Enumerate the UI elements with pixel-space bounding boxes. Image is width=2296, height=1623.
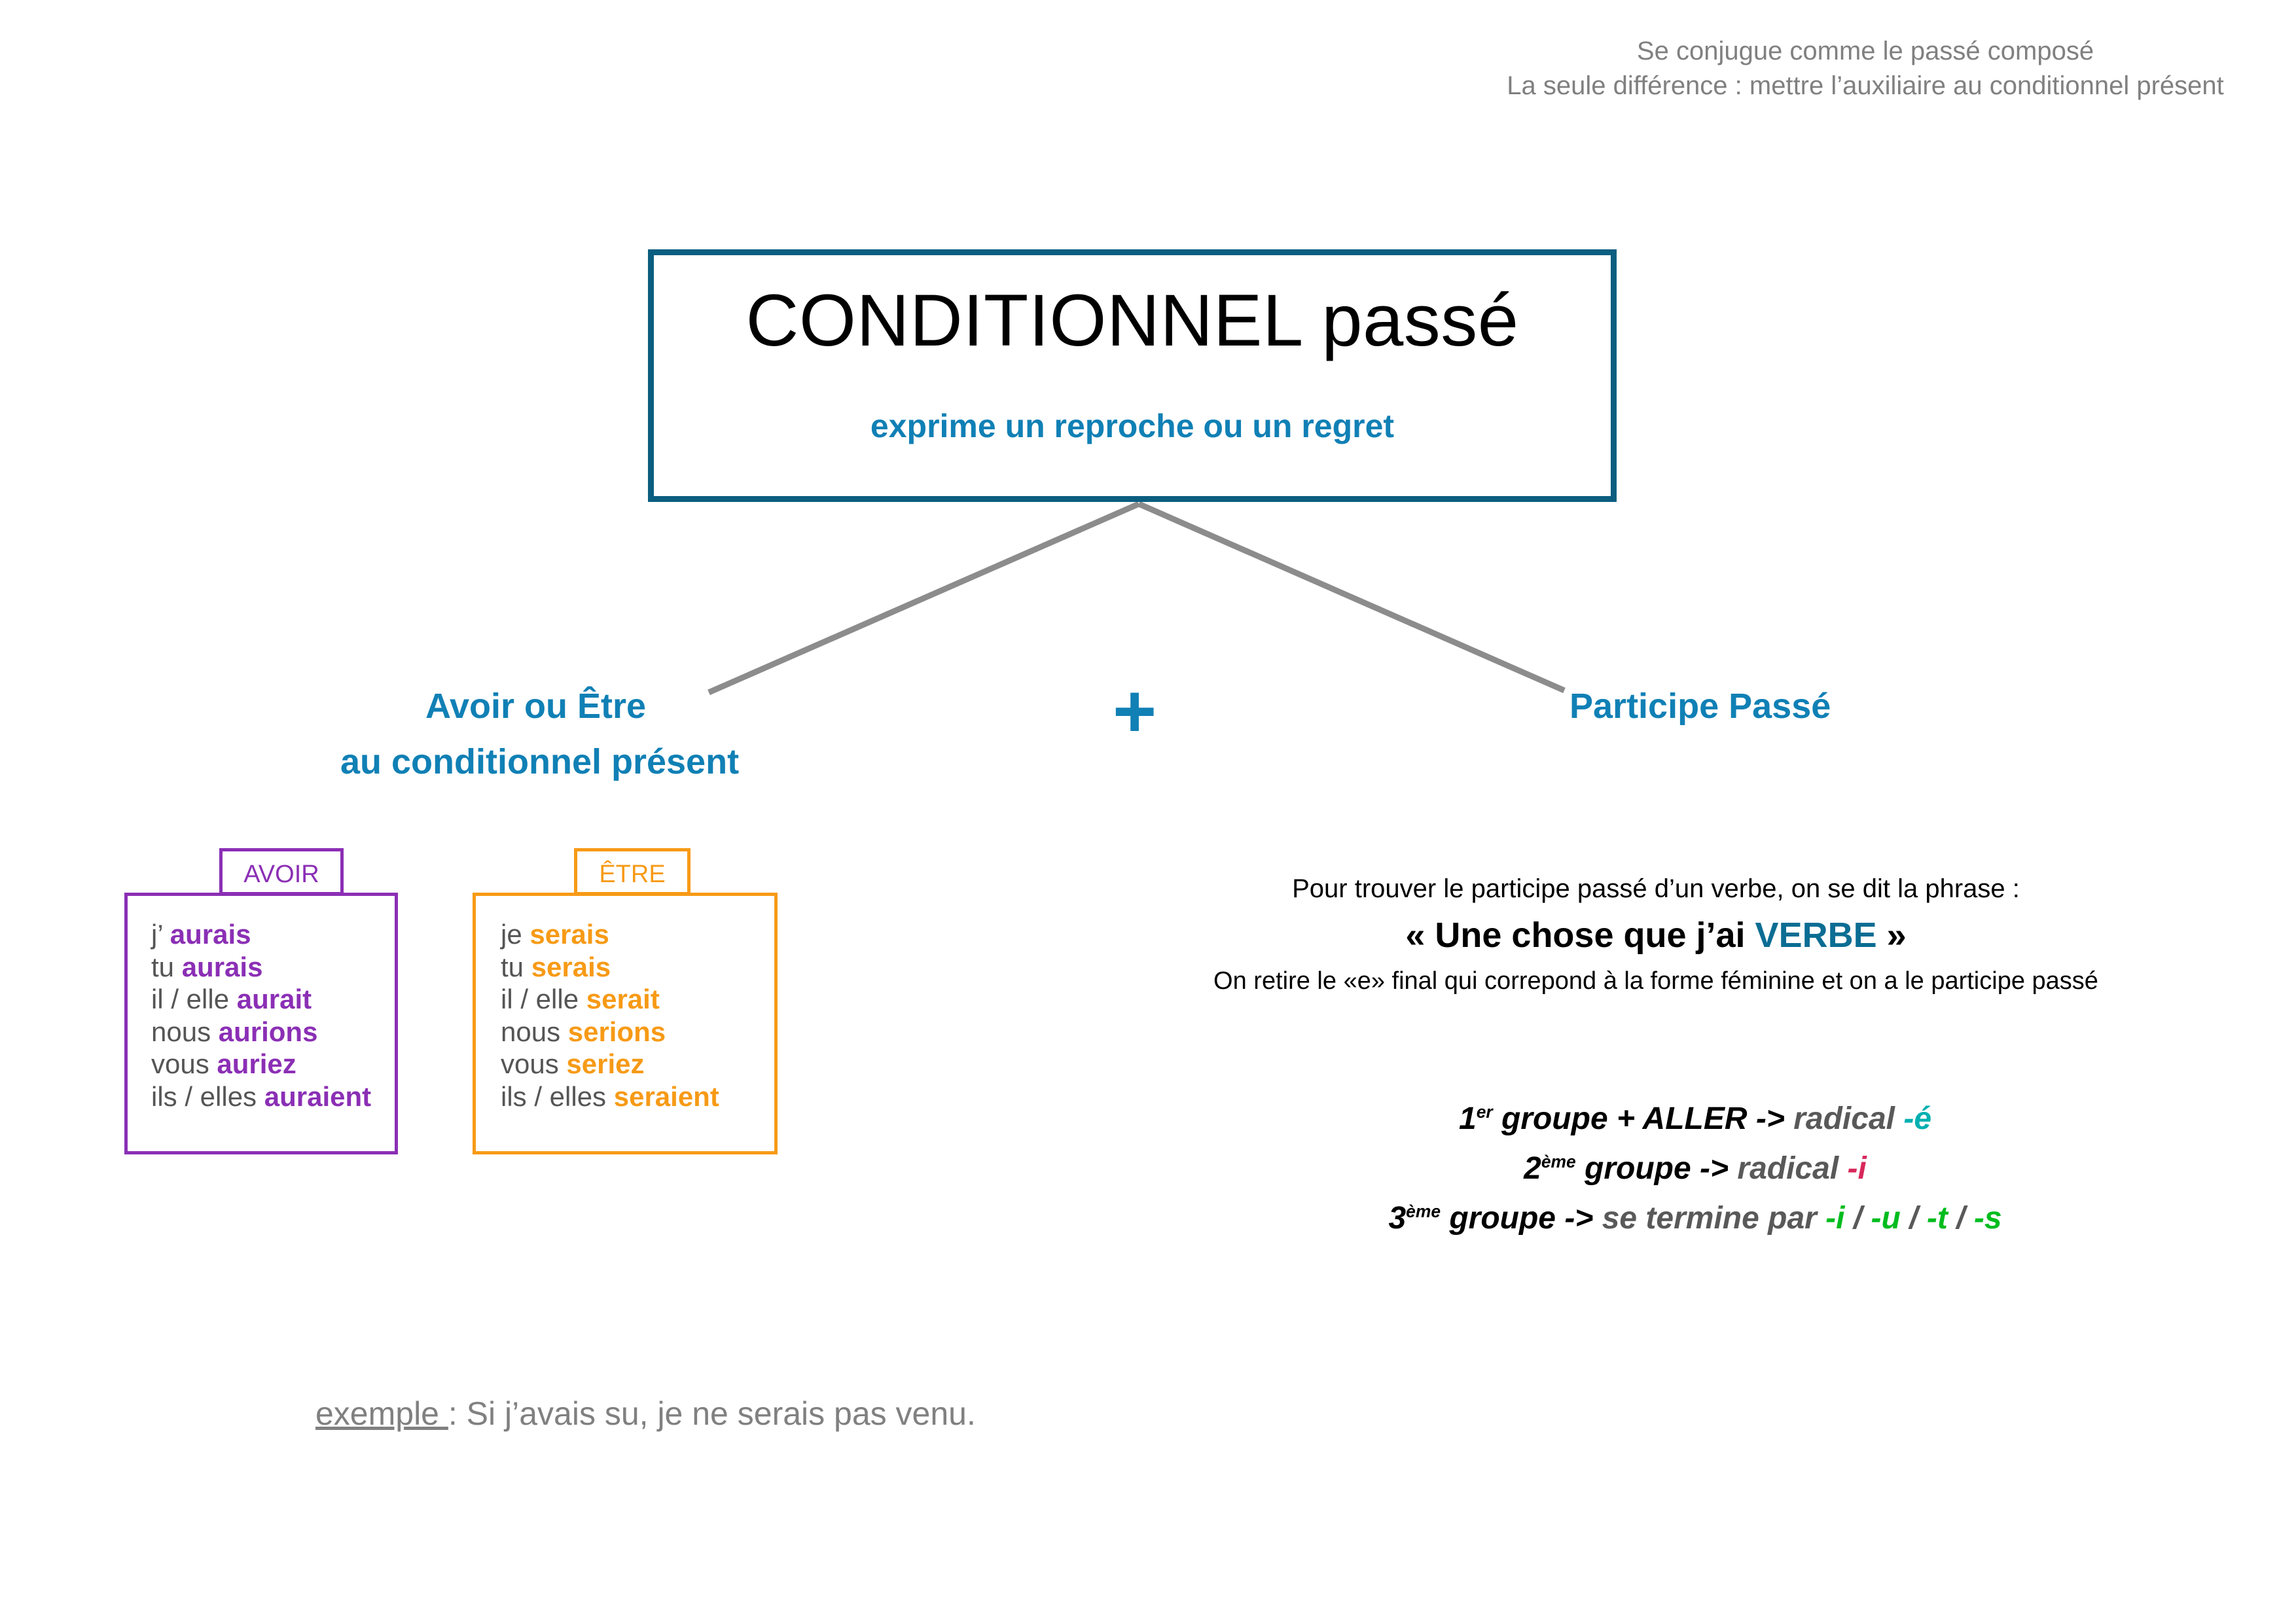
rule-ending: -u bbox=[1871, 1200, 1901, 1236]
conjugation-row: ils / elles seraient bbox=[501, 1080, 774, 1113]
rule-ordinal: 1 bbox=[1458, 1101, 1477, 1136]
verb-form: auriez bbox=[217, 1048, 296, 1080]
rule-row-1: 1er groupe + ALLER -> radical -é bbox=[1165, 1094, 2225, 1144]
verb-form: serais bbox=[529, 919, 609, 950]
pronoun: je bbox=[501, 919, 522, 950]
verb-form: serait bbox=[586, 984, 660, 1015]
conjugation-row: nous aurions bbox=[151, 1016, 395, 1048]
rule-separator: / bbox=[1947, 1200, 1974, 1236]
conjugation-list-avoir: j’ aurais tu aurais il / elle aurait nou… bbox=[124, 893, 398, 1154]
conjugation-row: tu aurais bbox=[151, 951, 395, 984]
rule-ending: -i bbox=[1825, 1200, 1845, 1236]
conjugation-row: tu serais bbox=[501, 951, 774, 984]
page-subtitle: exprime un reproche ou un regret bbox=[870, 408, 1395, 444]
rule-dim: se termine par bbox=[1602, 1200, 1826, 1236]
pronoun: il / elle bbox=[151, 984, 230, 1015]
rule-dim: radical bbox=[1737, 1150, 1848, 1186]
page-title: CONDITIONNEL passé bbox=[745, 279, 1519, 361]
pronoun: nous bbox=[501, 1016, 561, 1047]
rule-separator: / bbox=[1844, 1200, 1871, 1236]
pp-explanation-line-2: « Une chose que j’ai VERBE » bbox=[1080, 908, 2232, 963]
main-title-box: CONDITIONNEL passé exprime un reproche o… bbox=[648, 249, 1617, 502]
conjugation-row: je serais bbox=[501, 918, 774, 951]
pronoun: ils / elles bbox=[501, 1080, 607, 1112]
plus-operator-icon: + bbox=[1113, 669, 1157, 753]
pronoun: tu bbox=[151, 951, 175, 982]
rule-body: groupe -> bbox=[1441, 1200, 1602, 1236]
example-text: : Si j’avais su, je ne serais pas venu. bbox=[448, 1395, 976, 1432]
rule-ordinal: 3 bbox=[1388, 1200, 1407, 1236]
verb-form: aurait bbox=[236, 984, 312, 1015]
example-sentence: exemple : Si j’avais su, je ne serais pa… bbox=[315, 1395, 976, 1433]
conjugation-row: il / elle aurait bbox=[151, 983, 395, 1016]
pronoun: vous bbox=[501, 1048, 559, 1080]
header-note-line-1: Se conjugue comme le passé composé bbox=[1636, 37, 2094, 65]
pronoun: ils / elles bbox=[151, 1080, 257, 1112]
verb-form: aurions bbox=[218, 1016, 318, 1047]
verb-form: serais bbox=[531, 951, 611, 982]
conjugation-tab-avoir: AVOIR bbox=[219, 848, 344, 895]
rule-ending: -i bbox=[1847, 1150, 1867, 1186]
conjugation-row: nous serions bbox=[501, 1016, 774, 1048]
rule-ordinal-suffix: er bbox=[1476, 1102, 1493, 1122]
conjugation-row: vous seriez bbox=[501, 1048, 774, 1080]
rule-row-2: 2ème groupe -> radical -i bbox=[1165, 1144, 2225, 1194]
rule-separator: / bbox=[1900, 1200, 1927, 1236]
pronoun: tu bbox=[501, 951, 524, 982]
rule-ordinal-suffix: ème bbox=[1541, 1151, 1576, 1171]
rule-ending: -s bbox=[1973, 1200, 2002, 1236]
conjugation-tab-etre: ÊTRE bbox=[574, 848, 691, 895]
participe-passe-rules: 1er groupe + ALLER -> radical -é 2ème gr… bbox=[1165, 1094, 2225, 1243]
conjugation-row: il / elle serait bbox=[501, 983, 774, 1016]
verb-form: seraient bbox=[613, 1080, 719, 1112]
rule-row-3: 3ème groupe -> se termine par -i / -u / … bbox=[1165, 1194, 2225, 1243]
header-note-line-2: La seule différence : mettre l’auxiliair… bbox=[1507, 71, 2224, 100]
pronoun: nous bbox=[151, 1016, 211, 1047]
example-label: exemple bbox=[315, 1395, 448, 1432]
branch-left-subtitle: au conditionnel présent bbox=[340, 742, 740, 781]
rule-body: groupe -> bbox=[1575, 1150, 1738, 1186]
conjugation-row: ils / elles auraient bbox=[151, 1080, 395, 1113]
branch-left-title: Avoir ou Être bbox=[425, 687, 647, 726]
conjugation-list-etre: je serais tu serais il / elle serait nou… bbox=[473, 893, 778, 1154]
participe-passe-explanation: Pour trouver le participe passé d’un ver… bbox=[1080, 869, 2232, 999]
pp-phrase-suffix: » bbox=[1876, 916, 1907, 955]
conjugation-tab-label-avoir: AVOIR bbox=[243, 861, 319, 888]
rule-ending: -é bbox=[1903, 1101, 1932, 1136]
pronoun: j’ bbox=[151, 919, 163, 950]
pp-explanation-line-1: Pour trouver le participe passé d’un ver… bbox=[1292, 874, 2020, 903]
rule-body: groupe + ALLER -> bbox=[1492, 1101, 1794, 1136]
pronoun: vous bbox=[151, 1048, 209, 1080]
pp-phrase-verbe: VERBE bbox=[1755, 916, 1877, 955]
conjugation-tab-label-etre: ÊTRE bbox=[599, 861, 666, 888]
conjugation-row: vous auriez bbox=[151, 1048, 395, 1080]
verb-form: seriez bbox=[566, 1048, 645, 1080]
verb-form: aurais bbox=[170, 919, 251, 950]
conjugation-row: j’ aurais bbox=[151, 918, 395, 951]
pp-phrase-prefix: « Une chose que j’ai bbox=[1405, 916, 1755, 955]
verb-form: serions bbox=[567, 1016, 666, 1047]
header-note: Se conjugue comme le passé composé La se… bbox=[1440, 34, 2291, 103]
branch-right-title: Participe Passé bbox=[1570, 687, 1831, 726]
verb-form: auraient bbox=[264, 1080, 372, 1112]
rule-ordinal-suffix: ème bbox=[1406, 1201, 1441, 1221]
rule-ending: -t bbox=[1926, 1200, 1948, 1236]
rule-dim: radical bbox=[1793, 1101, 1904, 1136]
pronoun: il / elle bbox=[501, 984, 579, 1015]
pp-explanation-line-3: On retire le «e» final qui correpond à l… bbox=[1213, 967, 2098, 995]
verb-form: aurais bbox=[181, 951, 263, 982]
rule-ordinal: 2 bbox=[1524, 1150, 1541, 1186]
